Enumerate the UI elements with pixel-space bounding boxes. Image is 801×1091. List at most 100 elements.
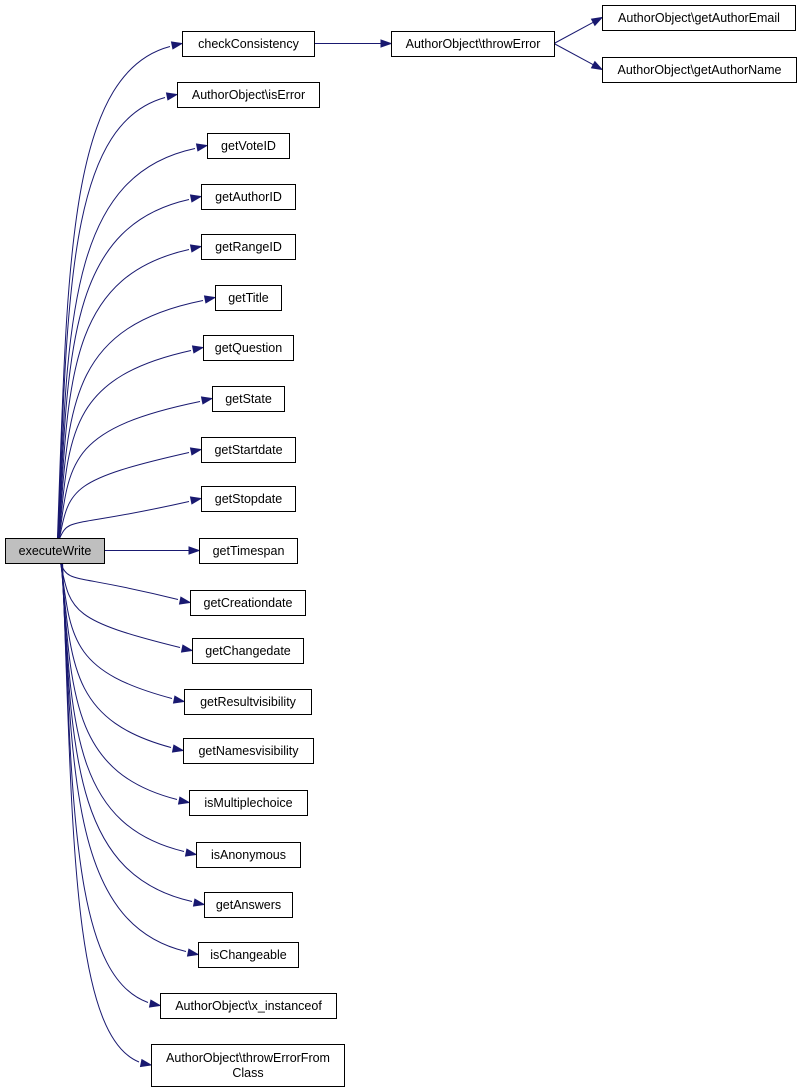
node-box xyxy=(204,892,293,918)
node-label: getRangeID xyxy=(215,240,282,254)
call-arrowhead-x-instanceof xyxy=(148,999,162,1008)
call-edge-get-changedate xyxy=(60,562,181,648)
call-arrowhead-get-changedate xyxy=(180,644,194,653)
call-edge-get-creationdate xyxy=(59,562,179,600)
node-label: getResultvisibility xyxy=(200,695,297,709)
node-throw-error[interactable]: AuthorObject\throwError xyxy=(391,31,555,57)
node-box xyxy=(190,590,306,616)
node-get-namesvisibility[interactable]: getNamesvisibility xyxy=(183,738,314,764)
call-edge-get-resultvisibility xyxy=(60,562,173,699)
node-box xyxy=(215,285,282,311)
call-arrowhead-get-author-name xyxy=(590,60,604,71)
call-edge-get-startdate xyxy=(59,452,190,539)
call-edge-is-anonymous xyxy=(61,562,185,852)
node-get-startdate[interactable]: getStartdate xyxy=(201,437,296,463)
node-label: getStopdate xyxy=(215,492,282,506)
node-box xyxy=(199,538,298,564)
node-label: AuthorObject\x_instanceof xyxy=(175,999,322,1013)
node-get-state[interactable]: getState xyxy=(212,386,285,412)
node-get-stopdate[interactable]: getStopdate xyxy=(201,486,296,512)
node-label: checkConsistency xyxy=(198,37,299,51)
node-get-author-id[interactable]: getAuthorID xyxy=(201,184,296,210)
node-get-changedate[interactable]: getChangedate xyxy=(192,638,304,664)
call-edge-get-vote-id xyxy=(57,148,196,539)
node-is-changeable[interactable]: isChangeable xyxy=(198,942,299,968)
call-arrowhead-get-namesvisibility xyxy=(171,744,185,753)
call-edge-get-question xyxy=(58,350,192,539)
node-label: AuthorObject\getAuthorName xyxy=(618,63,782,77)
node-box xyxy=(5,538,105,564)
node-get-timespan[interactable]: getTimespan xyxy=(199,538,298,564)
node-get-author-email[interactable]: AuthorObject\getAuthorEmail xyxy=(602,5,796,31)
call-edge-get-namesvisibility xyxy=(60,562,172,748)
node-label: getAnswers xyxy=(216,898,281,912)
node-label: Class xyxy=(232,1066,263,1080)
call-edge-get-answers xyxy=(61,562,193,902)
call-graph-edges xyxy=(56,16,604,1068)
call-edge-is-error xyxy=(57,97,166,539)
node-get-title[interactable]: getTitle xyxy=(215,285,282,311)
call-edge-get-state xyxy=(58,401,201,539)
node-box xyxy=(207,133,290,159)
node-box xyxy=(189,790,308,816)
call-arrowhead-get-question xyxy=(191,345,205,354)
node-x-instanceof[interactable]: AuthorObject\x_instanceof xyxy=(160,993,337,1019)
call-arrowhead-throw-error xyxy=(380,39,393,48)
call-arrowhead-check-consistency xyxy=(170,41,184,50)
node-box xyxy=(201,234,296,260)
node-box xyxy=(201,184,296,210)
node-box xyxy=(203,335,294,361)
node-label: isMultiplechoice xyxy=(204,796,292,810)
node-get-question[interactable]: getQuestion xyxy=(203,335,294,361)
node-box xyxy=(184,689,312,715)
node-label: AuthorObject\throwErrorFrom xyxy=(166,1051,330,1065)
node-get-resultvisibility[interactable]: getResultvisibility xyxy=(184,689,312,715)
call-edge-get-author-name xyxy=(553,43,594,66)
node-is-multiplechoice[interactable]: isMultiplechoice xyxy=(189,790,308,816)
call-edge-get-stopdate xyxy=(59,501,190,539)
call-arrowhead-get-state xyxy=(200,396,214,405)
node-box xyxy=(391,31,555,57)
call-edge-get-author-id xyxy=(57,199,190,539)
node-label: getQuestion xyxy=(215,341,282,355)
node-box xyxy=(182,31,315,57)
call-edge-throw-error-from-class xyxy=(62,562,140,1063)
node-box xyxy=(198,942,299,968)
node-box xyxy=(196,842,301,868)
node-label: executeWrite xyxy=(19,544,92,558)
node-label: AuthorObject\throwError xyxy=(406,37,541,51)
node-label: isAnonymous xyxy=(211,848,286,862)
call-edge-check-consistency xyxy=(56,46,171,539)
node-get-range-id[interactable]: getRangeID xyxy=(201,234,296,260)
node-label: getState xyxy=(225,392,272,406)
node-is-anonymous[interactable]: isAnonymous xyxy=(196,842,301,868)
node-label: getVoteID xyxy=(221,139,276,153)
call-arrowhead-throw-error-from-class xyxy=(139,1058,153,1068)
call-arrowhead-get-resultvisibility xyxy=(172,695,186,704)
call-arrowhead-get-stopdate xyxy=(189,496,203,505)
root-node-execute-write[interactable]: executeWrite xyxy=(5,538,105,564)
node-box xyxy=(183,738,314,764)
node-check-consistency[interactable]: checkConsistency xyxy=(182,31,315,57)
call-edge-is-changeable xyxy=(61,562,187,952)
node-box xyxy=(212,386,285,412)
node-get-vote-id[interactable]: getVoteID xyxy=(207,133,290,159)
call-arrowhead-get-timespan xyxy=(188,546,201,555)
node-label: AuthorObject\isError xyxy=(192,88,305,102)
node-label: isChangeable xyxy=(210,948,286,962)
node-get-creationdate[interactable]: getCreationdate xyxy=(190,590,306,616)
node-box xyxy=(602,57,797,83)
call-arrowhead-get-range-id xyxy=(189,244,203,253)
call-edge-get-title xyxy=(58,300,204,539)
call-arrowhead-is-anonymous xyxy=(184,848,198,857)
call-arrowhead-get-author-email xyxy=(590,16,604,27)
call-arrowhead-get-answers xyxy=(192,898,206,907)
node-label: getChangedate xyxy=(205,644,291,658)
node-get-author-name[interactable]: AuthorObject\getAuthorName xyxy=(602,57,797,83)
node-is-error[interactable]: AuthorObject\isError xyxy=(177,82,320,108)
call-arrowhead-get-vote-id xyxy=(195,143,209,152)
node-get-answers[interactable]: getAnswers xyxy=(204,892,293,918)
